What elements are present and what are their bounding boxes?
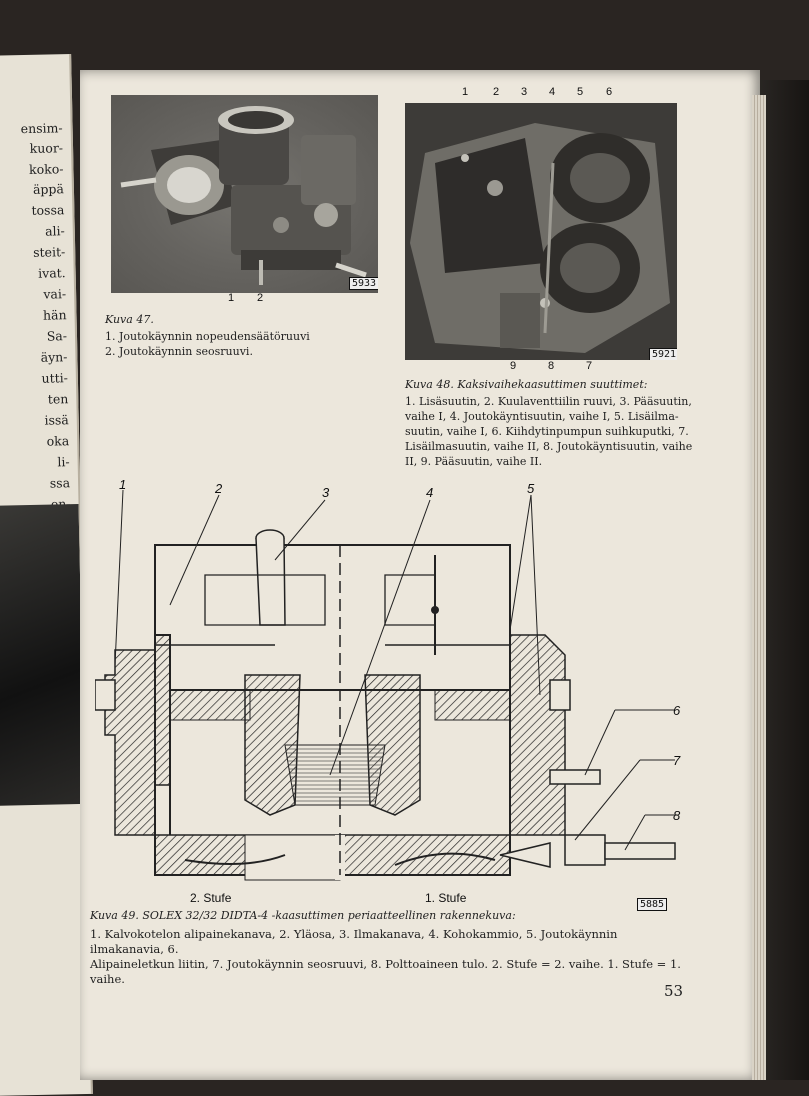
left-page-fragment: ensim-kuor-koko-äppä tossa ali-steit-ivat.… <box>0 54 93 1096</box>
left-page-line: hän <box>42 307 67 323</box>
figure49-callout-6: 6 <box>673 703 681 718</box>
figure48-photo-tag: 5921 <box>649 348 677 360</box>
figure47-callout-2: 2 <box>257 292 264 304</box>
left-page-line: äyn- <box>40 349 68 365</box>
figure47-title: Kuva 47. <box>105 313 154 326</box>
figure48-bottom-callout: 9 <box>510 360 517 372</box>
figure48-caption-line: II, 9. Pääsuutin, vaihe II. <box>405 455 543 468</box>
page-edges <box>752 95 766 1080</box>
figure48-bottom-callout: 8 <box>548 360 555 372</box>
left-page-line: ssa <box>49 475 71 491</box>
figure49-callout-3: 3 <box>322 485 330 500</box>
left-page-line: utti- <box>41 370 69 386</box>
left-page-photo <box>0 503 85 807</box>
figure48-caption: 1. Lisäsuutin, 2. Kuulaventtiilin ruuvi,… <box>405 394 695 469</box>
left-page-line: vai- <box>43 286 67 302</box>
figure47-callout-1: 1 <box>228 292 235 304</box>
figure49-diagram: 1 2 3 4 5 6 7 8 2. Stufe 1. Stufe <box>95 477 681 905</box>
figure49-callout-4: 4 <box>426 485 433 500</box>
figure48-bottom-callout: 7 <box>586 360 593 372</box>
figure48-top-callout: 4 <box>549 86 556 98</box>
figure47-photo-tag: 5933 <box>349 277 378 290</box>
left-page-line: ivat. <box>38 265 66 281</box>
figure48-caption-line: Lisäilmasuutin, vaihe II, 8. Joutokäynti… <box>405 440 693 453</box>
figure48-top-callout: 2 <box>493 86 500 98</box>
figure49-callout-2: 2 <box>214 481 223 496</box>
figure48-top-callout: 6 <box>606 86 613 98</box>
figure48-title: Kuva 48. Kaksivaihekaasuttimen suuttimet… <box>405 378 648 391</box>
figure48-caption-line: vaihe I, 4. Joutokäyntisuutin, vaihe I, … <box>405 410 679 423</box>
figure47-item-2: 2. Joutokäynnin seosruuvi. <box>105 345 253 358</box>
figure47-item-1: 1. Joutokäynnin nopeudensäätöruuvi <box>105 330 310 343</box>
figure48-caption-line: 1. Lisäsuutin, 2. Kuulaventtiilin ruuvi,… <box>405 395 692 408</box>
carburetor-photo-illustration <box>120 106 367 285</box>
left-page-line: steit- <box>32 244 66 260</box>
figure47-photo: 5933 <box>111 95 378 293</box>
left-page-line: Sa- <box>46 328 68 344</box>
figure49-stage-left: 2. Stufe <box>190 891 232 905</box>
figure48-top-callout: 3 <box>521 86 528 98</box>
carburetor-jets-photo-illustration <box>405 103 677 360</box>
left-page-line: tossa <box>31 202 65 218</box>
figure48-top-callout: 5 <box>577 86 584 98</box>
figure49-callout-8: 8 <box>673 808 681 823</box>
left-page-line: ten <box>47 391 69 407</box>
figure48-top-callout: 1 <box>462 86 469 98</box>
figure49-callout-7: 7 <box>673 753 681 768</box>
left-page-line: äppä <box>32 181 65 197</box>
figure49-callout-5: 5 <box>527 481 535 496</box>
left-page-line: koko- <box>28 161 64 177</box>
figure48-caption-line: suutin, vaihe I, 6. Kiihdytinpumpun suih… <box>405 425 689 438</box>
left-page-line: issä <box>44 412 69 428</box>
figure49-caption: 1. Kalvokotelon alipainekanava, 2. Yläos… <box>90 927 690 987</box>
left-page-line: ensim- <box>20 120 63 137</box>
left-page-line: oka <box>46 433 70 449</box>
left-page-line: ali- <box>44 223 65 239</box>
figure49-title: Kuva 49. SOLEX 32/32 DIDTA-4 -kaasuttime… <box>90 909 516 922</box>
figure47-caption: 1. Joutokäynnin nopeudensäätöruuvi 2. Jo… <box>105 329 385 359</box>
figure49-caption-line-1: 1. Kalvokotelon alipainekanava, 2. Yläos… <box>90 927 618 956</box>
figure49-tag: 5885 <box>637 898 668 911</box>
figure49-stage-right: 1. Stufe <box>425 891 467 905</box>
left-page-line: kuor- <box>29 140 64 156</box>
left-page-line: li- <box>57 454 70 470</box>
figure49-caption-line-2: Alipaineletkun liitin, 7. Joutokäynnin s… <box>90 957 681 986</box>
page-number: 53 <box>664 982 684 1000</box>
figure49-callout-1: 1 <box>119 477 126 492</box>
figure48-photo: 5921 <box>405 103 677 360</box>
